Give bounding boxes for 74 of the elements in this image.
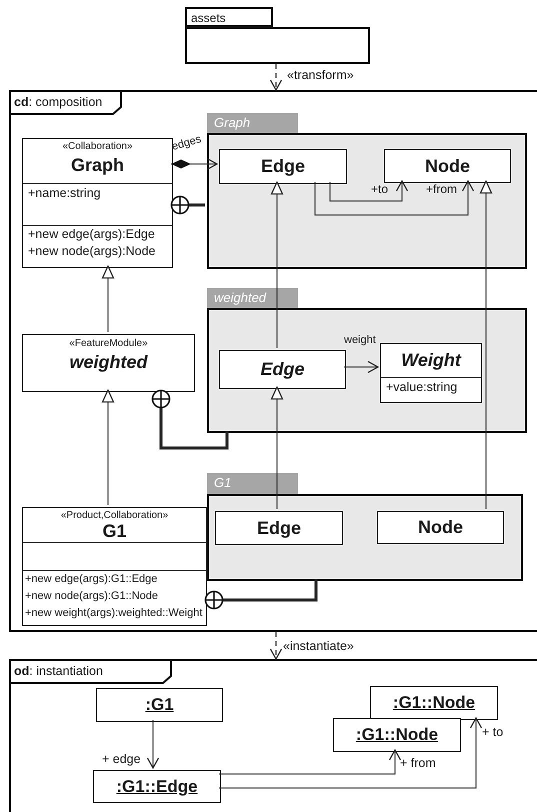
association-arrow [218, 749, 402, 774]
generalization-arrow [270, 181, 284, 348]
class-name: Edge [256, 518, 301, 538]
nesting-connector [152, 390, 228, 450]
edge-label: +from [426, 183, 458, 197]
edge-label: +to [371, 183, 388, 197]
association-arrow [146, 720, 160, 769]
class-box [22, 138, 173, 268]
class-member: +name:string [28, 186, 101, 200]
class-box [215, 511, 343, 545]
association-arrow [218, 717, 482, 788]
object-box [370, 686, 498, 720]
class-box [219, 149, 347, 184]
package [207, 473, 523, 581]
class-member: +new edge(args):Edge [28, 227, 155, 242]
class-name: Edge [260, 156, 305, 177]
class-member: +new node(args):G1::Node [25, 590, 158, 603]
dependency-arrow [270, 632, 282, 660]
class-box [22, 507, 207, 626]
composition-arrow [170, 158, 218, 170]
class-name: Weight [400, 350, 462, 371]
generalization-arrow [270, 386, 284, 510]
class-name: Node [425, 156, 470, 176]
class-box [384, 149, 511, 183]
class-member: +new node(args):Node [28, 244, 156, 258]
edge-label: + edge [102, 752, 141, 766]
association-arrow [330, 180, 408, 202]
package-name: assets [185, 7, 273, 27]
stereotype: «Collaboration» [61, 141, 134, 152]
package [207, 113, 527, 269]
edge-label: weight [344, 334, 376, 347]
class-box [22, 334, 195, 392]
package [185, 7, 370, 64]
object-box [333, 718, 461, 752]
package-name: Graph [207, 113, 298, 133]
class-name: Node [418, 517, 463, 538]
class-name: weighted [68, 352, 149, 373]
class-member: +new edge(args):G1::Edge [25, 573, 158, 586]
stereotype: «Product,Collaboration» [60, 510, 170, 522]
class-box [377, 511, 504, 544]
object-box [96, 688, 223, 722]
frame-label: od: instantiation [14, 664, 103, 678]
class-name: Graph [70, 155, 125, 176]
generalization-arrow [480, 180, 492, 510]
association-arrow [344, 360, 379, 374]
object-name: :G1 [145, 695, 174, 715]
class-name: Edge [260, 359, 304, 380]
generalization-arrow [102, 265, 114, 332]
object-name: :G1::Edge [116, 776, 198, 796]
class-member: +value:string [386, 380, 458, 394]
package-name: G1 [207, 473, 298, 494]
nesting-connector [170, 196, 205, 214]
diagram-frame [9, 90, 537, 632]
edge-label: «transform» [287, 68, 354, 82]
edge-label: + to [482, 725, 504, 740]
edge-label: «instantiate» [283, 639, 354, 654]
object-name: :G1::Node [356, 725, 438, 745]
generalization-arrow [102, 389, 114, 506]
nesting-connector [204, 579, 318, 610]
object-box [93, 770, 221, 803]
class-box [380, 343, 482, 403]
edge-label: + from [400, 756, 436, 770]
frame-label: cd: composition [14, 95, 102, 110]
object-name: :G1::Node [392, 693, 476, 713]
edge-label: edges [170, 133, 203, 154]
stereotype: «FeatureModule» [68, 338, 149, 350]
class-member: +new weight(args):weighted::Weight [25, 607, 202, 620]
diagram-frame [9, 659, 537, 812]
dependency-arrow [270, 64, 282, 91]
association-arrow [314, 180, 474, 216]
package-name: weighted [207, 288, 298, 308]
class-box [219, 350, 346, 389]
package [207, 288, 527, 433]
class-name: G1 [101, 521, 128, 542]
